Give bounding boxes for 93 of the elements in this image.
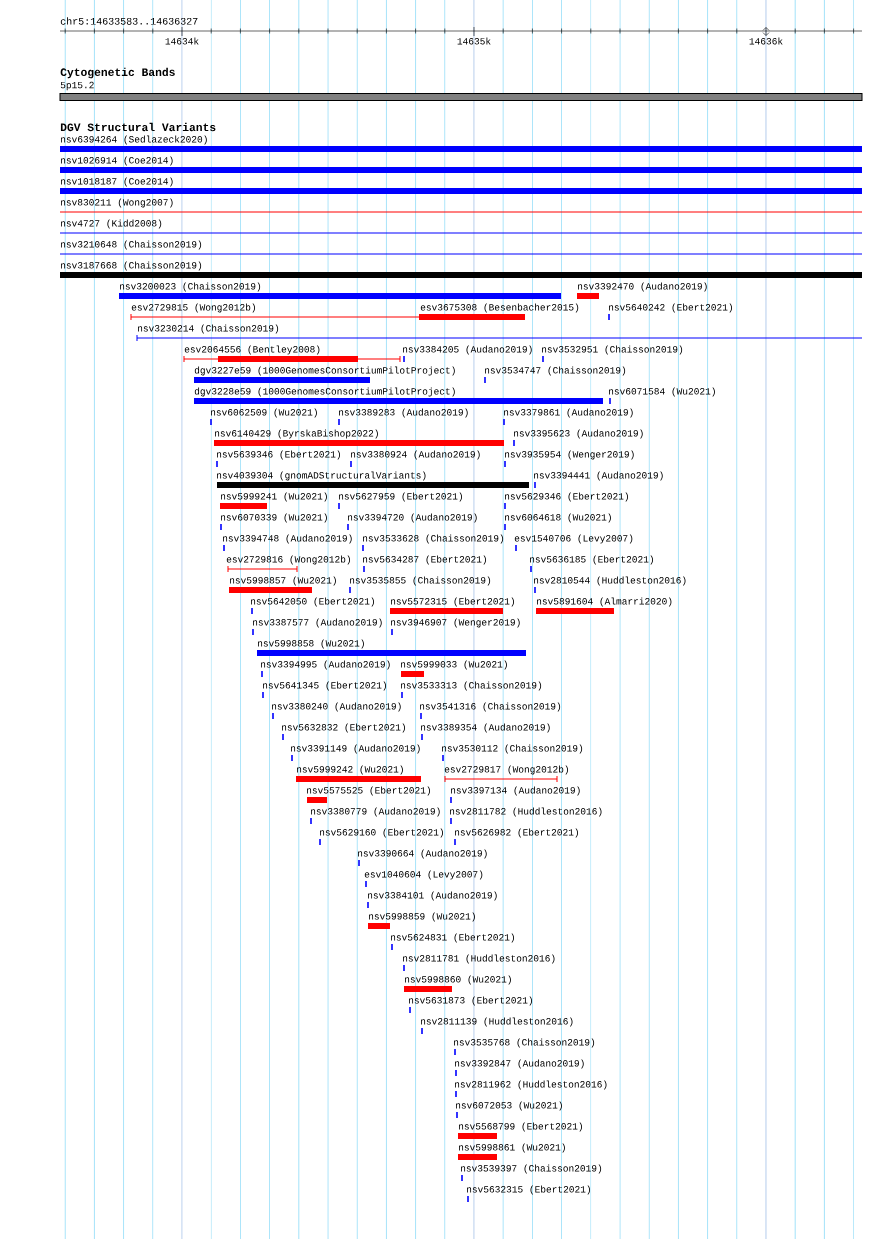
variant-label: nsv3394748 (Audano2019): [223, 534, 352, 544]
variant-label: nsv6140429 (ByrskaBishop2022): [215, 429, 378, 439]
variant-label: esv3675308 (Besenbacher2015): [420, 303, 579, 313]
variant-label: nsv3187668 (Chaisson2019): [61, 261, 202, 271]
variant-label: nsv6064618 (Wu2021): [505, 513, 611, 523]
variant-label: nsv2811781 (Huddleston2016): [403, 954, 555, 964]
track-title: DGV Structural Variants: [60, 122, 216, 132]
variant-label: nsv3200023 (Chaisson2019): [120, 282, 261, 292]
track-title: Cytogenetic Bands: [60, 67, 175, 79]
variant-label: nsv5999242 (Wu2021): [297, 765, 403, 775]
variant-label: nsv5640242 (Ebert2021): [609, 303, 732, 313]
variant-label: nsv5641345 (Ebert2021): [263, 681, 386, 691]
variant-label: esv1040604 (Levy2007): [364, 870, 483, 880]
variant-label: nsv3395623 (Audano2019): [514, 429, 643, 439]
variant-label: nsv5999241 (Wu2021): [221, 492, 327, 502]
variant-label: nsv1018187 (Coe2014): [61, 177, 173, 187]
variant-label: nsv6070339 (Wu2021): [221, 513, 327, 523]
variant-label: nsv3379861 (Audano2019): [504, 408, 633, 418]
variant-label: nsv3535855 (Chaisson2019): [350, 576, 491, 586]
variant-label: nsv3539397 (Chaisson2019): [461, 1164, 602, 1174]
tick-label: 14634k: [165, 37, 199, 45]
variant-label: nsv5568799 (Ebert2021): [459, 1122, 582, 1132]
variant-label: nsv5632832 (Ebert2021): [282, 723, 405, 733]
variant-label: nsv5999033 (Wu2021): [401, 660, 507, 670]
variant-label: nsv3946907 (Wenger2019): [391, 618, 520, 628]
variant-label: esv1540706 (Levy2007): [514, 534, 633, 544]
variant-label: nsv5632315 (Ebert2021): [467, 1185, 590, 1195]
variant-label: nsv3541316 (Chaisson2019): [420, 702, 561, 712]
variant-label: nsv2811782 (Huddleston2016): [450, 807, 602, 817]
variant-label: nsv4039304 (gnomADStructuralVariants): [217, 471, 426, 481]
variant-label: nsv5998861 (Wu2021): [459, 1143, 565, 1153]
variant-label: nsv6062509 (Wu2021): [211, 408, 317, 418]
variant-label: nsv2810544 (Huddleston2016): [534, 576, 686, 586]
variant-label: nsv6071584 (Wu2021): [609, 387, 715, 397]
variant-label: nsv5634287 (Ebert2021): [363, 555, 486, 565]
variant-label: nsv5891604 (Almarri2020): [537, 597, 672, 607]
variant-label: nsv5629346 (Ebert2021): [505, 492, 628, 502]
variant-label: nsv5636185 (Ebert2021): [530, 555, 653, 565]
tick-label: 14636k: [749, 37, 783, 45]
variant-label: nsv5629160 (Ebert2021): [320, 828, 443, 838]
variant-label: nsv3535768 (Chaisson2019): [454, 1038, 595, 1048]
variant-label: nsv6072053 (Wu2021): [456, 1101, 562, 1111]
variant-label: esv2729817 (Wong2012b): [444, 765, 568, 775]
variant-label: nsv3530112 (Chaisson2019): [442, 744, 583, 754]
variant-label: nsv5624831 (Ebert2021): [391, 933, 514, 943]
variant-label: nsv3390664 (Audano2019): [358, 849, 487, 859]
variant-label: nsv3533313 (Chaisson2019): [401, 681, 542, 691]
variant-label: dgv3228e59 (1000GenomesConsortiumPilotProject): [194, 387, 455, 397]
variant-label: nsv5998859 (Wu2021): [369, 912, 475, 922]
variant-label: nsv3380240 (Audano2019): [272, 702, 401, 712]
coordinate-label: chr5:14633583..14636327: [60, 17, 198, 25]
variant-label: nsv5627959 (Ebert2021): [339, 492, 462, 502]
variant-label: nsv4727 (Kidd2008): [61, 219, 162, 229]
band-label: 5p15.2: [60, 81, 94, 91]
variant-label: esv2064556 (Bentley2008): [184, 345, 320, 355]
variant-label: nsv3935954 (Wenger2019): [505, 450, 634, 460]
variant-label: nsv3389283 (Audano2019): [339, 408, 468, 418]
variant-label: nsv3397134 (Audano2019): [451, 786, 580, 796]
variant-label: esv2729816 (Wong2012b): [226, 555, 350, 565]
variant-label: nsv3380779 (Audano2019): [311, 807, 440, 817]
variant-label: nsv2811962 (Huddleston2016): [455, 1080, 607, 1090]
variant-label: nsv3384101 (Audano2019): [368, 891, 497, 901]
variant-label: nsv5642050 (Ebert2021): [251, 597, 374, 607]
variant-label: nsv5572315 (Ebert2021): [391, 597, 514, 607]
variant-label: esv2729815 (Wong2012b): [131, 303, 255, 313]
variant-label: nsv3394995 (Audano2019): [261, 660, 390, 670]
variant-label: nsv5998858 (Wu2021): [258, 639, 364, 649]
variant-label: nsv1026914 (Coe2014): [61, 156, 173, 166]
variant-label: nsv6394264 (Sedlazeck2020): [61, 135, 207, 145]
variant-label: nsv5575525 (Ebert2021): [307, 786, 430, 796]
variant-label: nsv3533628 (Chaisson2019): [363, 534, 504, 544]
variant-label: nsv3384205 (Audano2019): [403, 345, 532, 355]
variant-label: nsv3532951 (Chaisson2019): [542, 345, 683, 355]
tick-label: 14635k: [457, 37, 491, 45]
variant-label: nsv3210648 (Chaisson2019): [61, 240, 202, 250]
variant-label: nsv5998857 (Wu2021): [230, 576, 336, 586]
variant-label: nsv3392470 (Audano2019): [578, 282, 707, 292]
variant-label: nsv3391149 (Audano2019): [291, 744, 420, 754]
variant-label: nsv3392847 (Audano2019): [455, 1059, 584, 1069]
variant-label: nsv2811139 (Huddleston2016): [421, 1017, 573, 1027]
variant-label: nsv3394441 (Audano2019): [534, 471, 663, 481]
variant-label: nsv5631873 (Ebert2021): [409, 996, 532, 1006]
variant-label: nsv5639346 (Ebert2021): [217, 450, 340, 460]
variant-label: nsv5626982 (Ebert2021): [455, 828, 578, 838]
variant-label: nsv3394720 (Audano2019): [348, 513, 477, 523]
variant-label: nsv830211 (Wong2007): [61, 198, 173, 208]
variant-label: nsv3387577 (Audano2019): [253, 618, 382, 628]
variant-label: nsv3389354 (Audano2019): [421, 723, 550, 733]
variant-label: nsv5998860 (Wu2021): [405, 975, 511, 985]
variant-label: dgv3227e59 (1000GenomesConsortiumPilotProject): [194, 366, 455, 376]
variant-label: nsv3380924 (Audano2019): [351, 450, 480, 460]
variant-label: nsv3534747 (Chaisson2019): [485, 366, 626, 376]
variant-label: nsv3230214 (Chaisson2019): [138, 324, 279, 334]
